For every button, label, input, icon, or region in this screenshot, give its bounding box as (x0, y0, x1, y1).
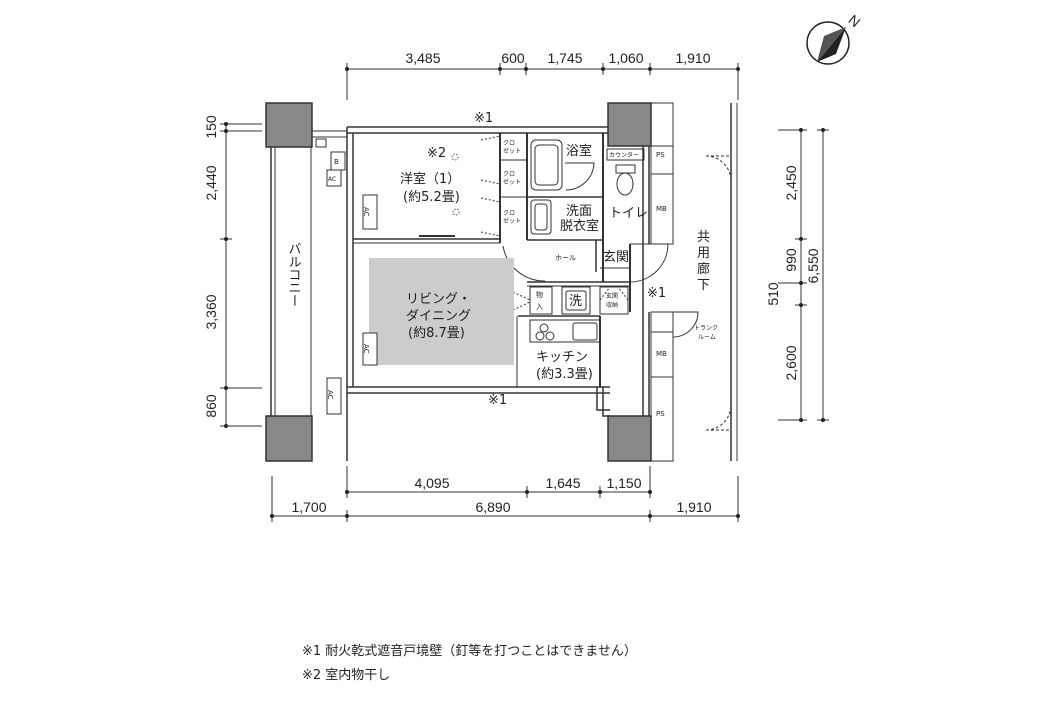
western-room-size: (約5.2畳) (403, 190, 460, 205)
compass-north-label: N (845, 11, 863, 30)
living-label-2: ダイニング (406, 309, 471, 324)
corridor-label-4: 下 (697, 278, 710, 293)
western-room: ※2 洋室（1） (約5.2畳) (400, 146, 460, 237)
wall-mark-right: ※1 (647, 286, 666, 301)
washroom: 洗面 脱衣室 (530, 199, 599, 235)
dimension-dots (224, 67, 825, 518)
trunk-room-label-2: ルーム (698, 334, 716, 341)
toilet-label: トイレ (609, 206, 648, 221)
ac-label-2: AC (362, 344, 370, 354)
dim-right-total: 6,550 (805, 248, 821, 283)
pillar-bottom-right (607, 415, 652, 462)
dim-left-2: 2,440 (203, 165, 219, 200)
shoe-storage-label-1: 玄関 (606, 292, 618, 300)
closet-1-line2: ゼット (503, 147, 521, 155)
dim-left-1: 150 (203, 115, 219, 139)
closet-2-line1: クロ (503, 171, 515, 178)
closet-3-line2: ゼット (503, 217, 521, 225)
living-size: (約8.7畳) (408, 326, 465, 341)
dim-top-2: 600 (501, 50, 525, 66)
kitchen: キッチン (約3.3畳) (529, 319, 601, 382)
washroom-label-1: 洗面 (566, 204, 592, 219)
ps-label-top: PS (656, 151, 665, 159)
western-room-name: 洋室（1） (400, 171, 460, 187)
dim-top-1: 3,485 (405, 50, 440, 66)
corridor-label-1: 共 (697, 230, 710, 245)
living-label-1: リビング・ (406, 292, 471, 307)
closets (480, 135, 527, 237)
bathroom: 浴室 (530, 139, 595, 191)
ac-label-1: AC (362, 207, 370, 217)
balcony-label: バルコニー (286, 242, 302, 307)
dim-bottom-outer-2: 6,890 (475, 499, 510, 515)
storage-label-1: 物 (536, 290, 543, 299)
dim-top-3: 1,745 (547, 50, 582, 66)
mb-label-bottom: MB (656, 350, 667, 358)
dim-right-3: 510 (765, 282, 781, 306)
utility-row (512, 286, 629, 315)
closet-2-line2: ゼット (503, 178, 521, 186)
hall-label: ホール (555, 254, 576, 262)
dim-right-2: 990 (783, 248, 799, 272)
dim-bottom-inner-3: 1,150 (606, 475, 641, 491)
closet-3-line1: クロ (503, 210, 515, 217)
ps-label-bottom: PS (656, 410, 665, 418)
living-dining: リビング・ ダイニング (約8.7畳) (369, 258, 514, 365)
corridor-label-3: 廊 (697, 261, 710, 277)
western-room-mark: ※2 (427, 146, 446, 161)
ac-label-4: AC (328, 176, 336, 183)
dim-bottom-inner-1: 4,095 (414, 475, 449, 491)
counter-label: カウンター (609, 151, 639, 159)
dim-bottom-outer-1: 1,700 (291, 499, 326, 515)
trunk-room-label-1: トランク (694, 325, 718, 332)
ac-units (326, 151, 378, 415)
dim-top-5: 1,910 (675, 50, 710, 66)
balcony: バルコニー (265, 102, 347, 462)
dim-top-4: 1,060 (608, 50, 643, 66)
mb-label-top: MB (656, 205, 667, 213)
pillar-top-right (607, 102, 652, 147)
b-label: B (334, 158, 339, 166)
compass-icon: N (806, 11, 863, 65)
washroom-label-2: 脱衣室 (560, 218, 599, 234)
dim-bottom-inner-2: 1,645 (545, 475, 580, 491)
corridor-label-2: 用 (697, 246, 710, 261)
note-2: ※2 室内物干し (302, 668, 391, 683)
storage-label-2: 入 (536, 303, 543, 311)
dim-left-3: 3,360 (203, 294, 219, 329)
wall-mark-top: ※1 (474, 111, 493, 126)
washer-label: 洗 (569, 294, 582, 309)
shoe-storage-label-2: 収納 (606, 301, 618, 309)
wall-mark-bottom: ※1 (488, 393, 507, 408)
dim-left-4: 860 (203, 394, 219, 418)
kitchen-size: (約3.3畳) (536, 367, 593, 382)
kitchen-label: キッチン (536, 350, 588, 365)
dim-right-1: 2,450 (783, 165, 799, 200)
note-1: ※1 耐火乾式遮音戸境壁（釘等を打つことはできません） (302, 644, 637, 659)
ac-label-3: AC (326, 390, 334, 400)
bath-label: 浴室 (566, 143, 592, 159)
closet-1-line1: クロ (503, 140, 515, 147)
dim-bottom-outer-3: 1,910 (676, 499, 711, 515)
entrance-label: 玄関 (603, 250, 629, 265)
dim-right-4: 2,600 (783, 345, 799, 380)
walls (346, 126, 650, 461)
toilet-room: カウンター トイレ (606, 148, 648, 221)
